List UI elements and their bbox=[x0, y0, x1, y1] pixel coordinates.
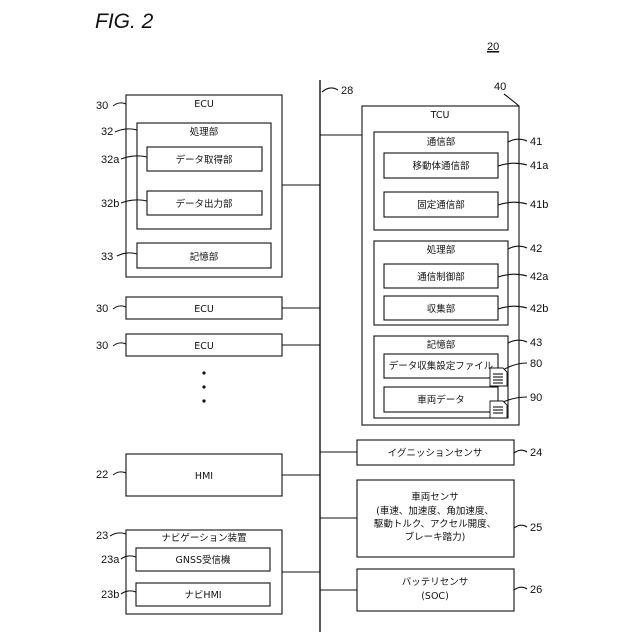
hmi-label: HMI bbox=[195, 471, 213, 482]
battery-label: バッテリセンサ bbox=[402, 577, 469, 588]
mobile-comm-ref: 41a bbox=[530, 160, 549, 172]
communication-ref: 41 bbox=[530, 136, 542, 148]
collection-ref: 42b bbox=[530, 303, 548, 315]
data-acquisition-unit: データ取得部 32a bbox=[101, 147, 262, 171]
ecu-2-block: ECU 30 bbox=[96, 297, 282, 319]
battery-ref: 26 bbox=[530, 584, 542, 596]
settings-file-ref: 80 bbox=[530, 358, 542, 370]
mobile-communication-unit: 移動体通信部 41a bbox=[384, 153, 549, 178]
comm-control-ref: 42a bbox=[530, 271, 549, 283]
vehicle-sensor-label: 車両センサ bbox=[411, 491, 459, 503]
vehicle-sensor-line-2: 駆動トルク、アクセル開度、 bbox=[374, 518, 496, 530]
tcu-label: TCU bbox=[430, 110, 450, 121]
processing-42-label: 処理部 bbox=[427, 244, 456, 256]
vehicle-sensor-line-3: ブレーキ踏力) bbox=[405, 531, 466, 543]
ecu-main-label: ECU bbox=[194, 99, 214, 110]
vehicle-sensor-line-1: (車速、加速度、角加速度、 bbox=[376, 505, 494, 517]
ecu-3-block: ECU 30 bbox=[96, 334, 282, 356]
ignition-ref: 24 bbox=[530, 447, 542, 459]
data-output-unit: データ出力部 32b bbox=[101, 191, 262, 215]
navigation-ref: 23 bbox=[96, 530, 108, 542]
data-acquisition-ref: 32a bbox=[101, 154, 120, 166]
ignition-sensor-block: イグニッションセンサ 24 bbox=[357, 440, 542, 465]
mobile-comm-label: 移動体通信部 bbox=[412, 160, 469, 172]
ecu-3-label: ECU bbox=[194, 341, 214, 352]
vehicle-sensor-block: 車両センサ (車速、加速度、角加速度、 駆動トルク、アクセル開度、 ブレーキ踏力… bbox=[357, 480, 542, 557]
communication-label: 通信部 bbox=[427, 136, 456, 148]
fixed-comm-ref: 41b bbox=[530, 199, 548, 211]
gnss-label: GNSS受信機 bbox=[175, 554, 231, 566]
processing-42-ref: 42 bbox=[530, 243, 542, 255]
processing-32-ref: 32 bbox=[101, 126, 113, 138]
ecu-2-label: ECU bbox=[194, 304, 214, 315]
bus-ref: 28 bbox=[341, 85, 353, 97]
collection-unit: 収集部 42b bbox=[384, 296, 548, 320]
processing-32-label: 処理部 bbox=[190, 126, 219, 138]
data-acquisition-label: データ取得部 bbox=[175, 154, 232, 166]
tcu-ref: 40 bbox=[494, 81, 506, 93]
hmi-block: HMI 22 bbox=[96, 454, 282, 496]
vehicle-data-ref: 90 bbox=[530, 392, 542, 404]
ecu-3-ref: 30 bbox=[96, 340, 108, 352]
figure-title: FIG. 2 bbox=[95, 10, 154, 33]
comm-control-label: 通信制御部 bbox=[417, 271, 465, 283]
communication-control-unit: 通信制御部 42a bbox=[384, 264, 549, 288]
collection-label: 収集部 bbox=[427, 303, 456, 315]
hmi-ref: 22 bbox=[96, 469, 108, 481]
continuation-dots bbox=[202, 371, 205, 402]
document-icon bbox=[490, 368, 507, 386]
vehicle-data-label: 車両データ bbox=[417, 394, 465, 406]
system-ref: 20 bbox=[487, 41, 499, 53]
data-output-label: データ出力部 bbox=[175, 198, 232, 210]
battery-sub: (SOC) bbox=[421, 591, 449, 602]
bus-ref-leader bbox=[322, 88, 338, 92]
fixed-comm-label: 固定通信部 bbox=[417, 199, 465, 211]
gnss-ref: 23a bbox=[101, 554, 120, 566]
document-icon bbox=[490, 401, 507, 418]
fixed-communication-unit: 固定通信部 41b bbox=[384, 192, 548, 217]
navi-hmi-ref: 23b bbox=[101, 589, 119, 601]
ecu-main-ref: 30 bbox=[96, 100, 108, 112]
vehicle-sensor-ref: 25 bbox=[530, 522, 542, 534]
navigation-label: ナビゲーション装置 bbox=[161, 532, 246, 544]
ecu-2-ref: 30 bbox=[96, 303, 108, 315]
storage-33-ref: 33 bbox=[101, 251, 113, 263]
storage-43-ref: 43 bbox=[530, 337, 542, 349]
navi-hmi-label: ナビHMI bbox=[184, 590, 221, 601]
data-output-ref: 32b bbox=[101, 198, 119, 210]
settings-file-label: データ収集設定ファイル bbox=[389, 360, 494, 372]
storage-33-label: 記憶部 bbox=[190, 251, 219, 263]
storage-43-label: 記憶部 bbox=[427, 339, 456, 351]
ignition-label: イグニッションセンサ bbox=[388, 447, 483, 459]
battery-sensor-block: バッテリセンサ (SOC) 26 bbox=[357, 569, 542, 611]
